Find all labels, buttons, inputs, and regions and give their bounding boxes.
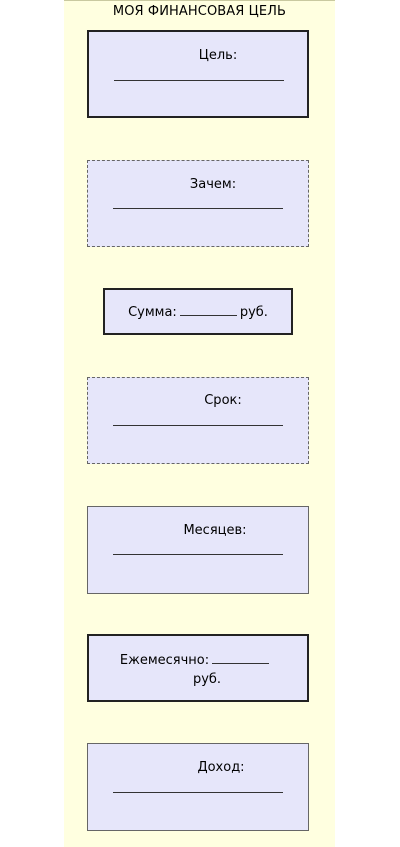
goal-label: Цель: — [198, 48, 238, 63]
monthly-blank-line[interactable] — [212, 652, 270, 664]
sum-unit: руб. — [239, 305, 268, 320]
why-blank-line[interactable] — [113, 208, 283, 209]
term-label: Срок: — [204, 393, 242, 408]
income-blank-line[interactable] — [113, 792, 283, 793]
monthly-label: Ежемесячно: — [119, 653, 210, 668]
term-blank-line[interactable] — [113, 425, 283, 426]
monthly-box: Ежемесячно: руб. — [87, 634, 309, 702]
term-box: Срок: — [87, 377, 309, 464]
page-title: МОЯ ФИНАНСОВАЯ ЦЕЛЬ — [112, 4, 287, 19]
sum-label: Сумма: — [128, 305, 177, 320]
income-label: Доход: — [197, 760, 245, 775]
goal-box: Цель: — [87, 30, 309, 118]
sum-blank-line[interactable] — [179, 304, 237, 316]
why-box: Зачем: — [87, 160, 309, 247]
monthly-row: Ежемесячно: — [89, 652, 307, 668]
months-label: Месяцев: — [183, 523, 247, 538]
sum-box: Сумма: руб. — [103, 288, 293, 335]
monthly-unit: руб. — [192, 672, 222, 687]
months-box: Месяцев: — [87, 506, 309, 594]
sum-row: Сумма: руб. — [105, 304, 291, 320]
income-box: Доход: — [87, 743, 309, 831]
why-label: Зачем: — [189, 177, 237, 192]
goal-blank-line[interactable] — [114, 80, 284, 81]
months-blank-line[interactable] — [113, 554, 283, 555]
